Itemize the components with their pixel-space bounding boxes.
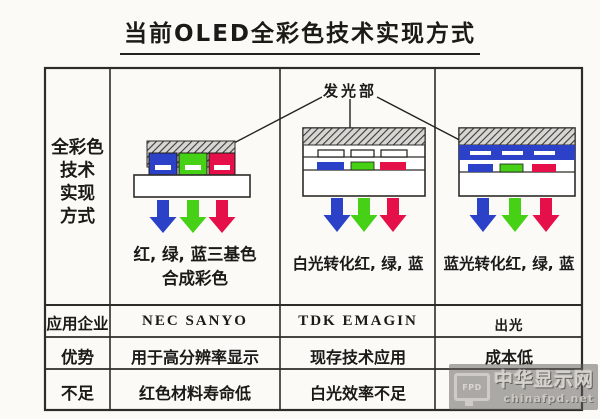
method-caption-blue: 蓝光转化红, 绿, 蓝 xyxy=(443,255,575,273)
blue-light-arrow xyxy=(323,198,351,232)
substrate xyxy=(133,174,251,198)
table-grid xyxy=(43,66,584,412)
watermark-site-url: chinafpd.net xyxy=(503,391,595,405)
electrode-dash xyxy=(470,151,491,155)
watermark-site-name: 中华显示网 xyxy=(494,368,595,391)
advantage-cell-rgb: 用于高分辨率显示 xyxy=(130,348,259,367)
method-caption-rgb: 红, 绿, 蓝三基色 合成彩色 xyxy=(112,243,278,291)
green-emitter-block xyxy=(178,152,208,176)
site-watermark: FPD 中华显示网 chinafpd.net xyxy=(449,364,598,410)
corner-line: 方式 xyxy=(60,207,95,227)
company-cell-nec-sanyo: NEC SANYO xyxy=(142,313,248,329)
emitter-cell xyxy=(350,149,375,158)
blue-light-arrow xyxy=(469,198,497,232)
electrode-dash xyxy=(214,165,230,170)
blue-light-arrow xyxy=(149,200,177,233)
emitter-cell xyxy=(380,149,408,158)
pointer-line-right xyxy=(376,96,474,148)
diagram-white-conversion xyxy=(302,127,426,232)
red-light-arrow xyxy=(379,198,407,232)
row-label-company: 应用企业 xyxy=(46,315,109,333)
row-label-weakness: 不足 xyxy=(61,384,94,403)
corner-line: 全彩色 xyxy=(51,138,104,158)
red-light-arrow xyxy=(208,200,236,233)
watermark-text: 中华显示网 chinafpd.net xyxy=(494,368,595,405)
green-filter xyxy=(350,161,375,171)
red-filter xyxy=(380,162,406,170)
company-cell-idemitsu: 出光 xyxy=(494,318,524,334)
electrode-dash xyxy=(502,151,523,155)
blue-filter xyxy=(317,162,344,170)
weakness-cell-rgb: 红色材料寿命低 xyxy=(138,384,251,403)
blue-emitter-block xyxy=(148,152,178,176)
table-corner-header: 全彩色 技术 实现 方式 xyxy=(45,137,110,229)
green-light-arrow xyxy=(350,198,378,232)
fpd-monitor-icon: FPD xyxy=(454,373,490,406)
weakness-cell-white: 白光效率不足 xyxy=(309,384,406,403)
electrode-dash xyxy=(534,151,555,155)
red-emitter-block xyxy=(208,152,236,176)
pointer-line-left xyxy=(231,96,323,145)
diagram-rgb-side-by-side xyxy=(133,140,251,233)
advantage-cell-white: 现存技术应用 xyxy=(309,348,406,367)
corner-line: 实现 xyxy=(60,184,95,204)
blue-filter xyxy=(468,164,493,172)
emitter-cell xyxy=(317,149,345,158)
green-filter xyxy=(499,163,524,173)
caption-line: 红, 绿, 蓝三基色 xyxy=(133,245,257,264)
caption-line: 合成彩色 xyxy=(162,269,228,288)
green-light-arrow xyxy=(179,200,207,233)
cathode-hatch xyxy=(302,127,426,146)
electrode-dash xyxy=(185,165,201,170)
method-caption-white: 白光转化红, 绿, 蓝 xyxy=(292,255,424,273)
page-title: 当前OLED全彩色技术实现方式 xyxy=(0,14,600,55)
diagram-blue-conversion xyxy=(458,127,576,232)
advantage-cell-blue: 成本低 xyxy=(484,348,533,367)
emitter-part-label: 发光部 xyxy=(322,82,377,100)
green-light-arrow xyxy=(501,198,529,232)
company-cell-tdk-emagin: TDK EMAGIN xyxy=(298,313,418,329)
cathode-hatch xyxy=(458,127,576,146)
corner-line: 技术 xyxy=(60,161,95,181)
red-filter xyxy=(532,164,556,172)
row-label-advantage: 优势 xyxy=(61,348,94,367)
electrode-dash xyxy=(155,165,171,170)
red-light-arrow xyxy=(532,198,560,232)
